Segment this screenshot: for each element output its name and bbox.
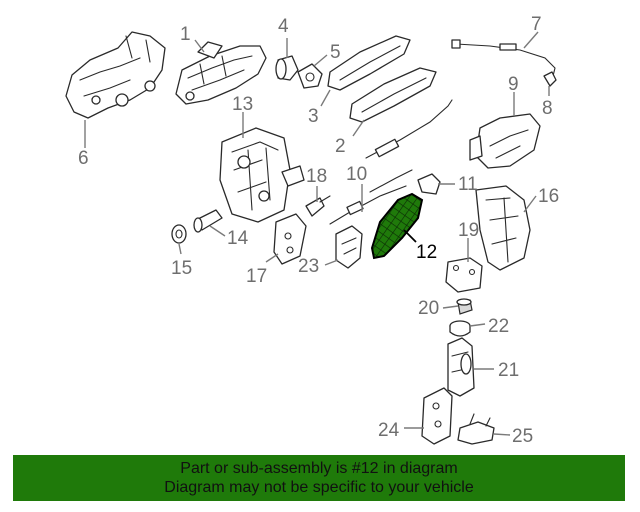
part-7-cable (451, 39, 556, 81)
part-16-trim-panel (475, 185, 531, 271)
callout-20: 20 (418, 298, 439, 319)
part-9-inside-handle (469, 113, 541, 169)
part-1-door-handle (175, 41, 267, 105)
part-24-hinge-half (421, 387, 453, 445)
footer-line-1: Part or sub-assembly is #12 in diagram (180, 460, 458, 477)
part-10-link-rod (365, 99, 453, 159)
callout-14: 14 (227, 228, 249, 249)
part-4-lock-cylinder (275, 55, 299, 81)
callout-13: 13 (232, 94, 253, 115)
callout-6: 6 (78, 148, 89, 169)
callout-10: 10 (346, 164, 367, 185)
callout-22: 22 (488, 316, 509, 337)
callout-4: 4 (278, 16, 289, 37)
part-2-handle-cover (349, 67, 437, 123)
part-14-shaft (193, 209, 223, 233)
part-22-cap (449, 320, 471, 337)
part-11-clip (417, 173, 441, 195)
callout-19: 19 (458, 220, 479, 241)
callout-labels: 1 2 3 4 5 6 7 8 9 10 11 12 13 14 15 16 1… (78, 14, 559, 447)
part-12-highlighted (370, 192, 424, 260)
callout-18: 18 (306, 166, 327, 187)
part-13-lock-assembly (219, 127, 305, 223)
callout-5: 5 (330, 42, 341, 63)
callout-25: 25 (512, 426, 533, 447)
callout-21: 21 (498, 360, 519, 381)
footer-banner: Part or sub-assembly is #12 in diagram D… (13, 455, 625, 501)
part-3-handle-cover (327, 35, 411, 91)
footer-line-2: Diagram may not be specific to your vehi… (164, 479, 474, 496)
parts-diagram: 1 2 3 4 5 6 7 8 9 10 11 12 13 14 15 16 1… (65, 14, 559, 447)
part-20-bushing (456, 298, 473, 315)
callout-1: 1 (180, 24, 191, 45)
callout-16: 16 (538, 186, 559, 207)
callout-3: 3 (308, 106, 319, 127)
callout-9: 9 (508, 74, 519, 95)
callout-12: 12 (416, 242, 437, 263)
part-5-bezel (297, 63, 323, 89)
callout-7: 7 (531, 14, 542, 35)
callout-8: 8 (542, 98, 553, 119)
part-25-check-strap (457, 413, 495, 445)
leader-lines (84, 31, 550, 436)
callout-17: 17 (246, 266, 267, 287)
part-8-clip (543, 71, 557, 87)
callout-11: 11 (458, 174, 478, 195)
callout-15: 15 (171, 258, 192, 279)
part-21-hinge (447, 337, 475, 397)
part-6-handle-carrier (65, 31, 166, 119)
callout-23: 23 (298, 256, 319, 277)
part-19-hinge-plate (445, 257, 483, 293)
callout-24: 24 (378, 420, 400, 441)
part-18-bolt (305, 195, 331, 217)
part-15-washer (171, 224, 187, 244)
callout-2: 2 (335, 136, 346, 157)
part-17-bracket (273, 213, 307, 265)
part-23-bracket (335, 225, 363, 269)
